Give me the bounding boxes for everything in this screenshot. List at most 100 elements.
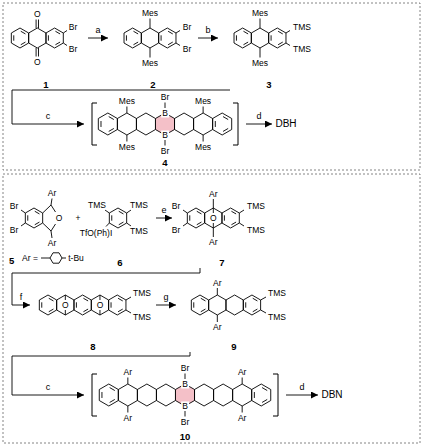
compound-number: 2 <box>150 79 155 90</box>
compound-number: 4 <box>162 157 167 168</box>
bond-line <box>261 310 266 313</box>
bond-line <box>243 31 248 34</box>
bond-line <box>197 211 202 214</box>
bond-line <box>63 43 67 46</box>
product-name: DBN <box>318 387 346 403</box>
atom-label: Ar <box>47 189 58 198</box>
bond-line <box>51 205 56 212</box>
bond-line <box>105 210 109 213</box>
ring <box>109 295 126 315</box>
bond-line <box>55 42 60 45</box>
bond-line <box>36 48 37 57</box>
atom-label: TMS <box>292 45 312 54</box>
bond-line <box>168 42 173 45</box>
ring <box>234 28 251 48</box>
atom-label: TMS <box>129 201 149 210</box>
bond-line <box>51 231 52 238</box>
bond-line <box>62 258 66 259</box>
bond-line <box>83 309 88 312</box>
ring <box>213 113 232 135</box>
bond-line <box>253 309 258 312</box>
bond-line <box>65 310 66 315</box>
bond-line <box>36 20 37 29</box>
bond-line <box>38 48 39 57</box>
bond-line <box>100 121 101 127</box>
atom-label: TMS <box>87 201 107 210</box>
atom-label: TMS <box>132 313 152 322</box>
reagent-letter: f <box>19 292 24 302</box>
ring <box>252 384 271 406</box>
bond-line <box>176 31 180 34</box>
atom-label: Ar <box>208 190 219 199</box>
bond-line <box>193 302 194 307</box>
ring <box>98 113 117 135</box>
ring <box>109 208 126 228</box>
ring <box>251 28 268 48</box>
reaction-arrow <box>12 90 230 124</box>
atom-label: TMS <box>129 227 149 236</box>
atom-label: Mes <box>194 143 212 152</box>
atom-label: Mes <box>251 59 269 68</box>
bond-line <box>21 42 26 45</box>
bond-line <box>41 258 50 259</box>
bond-line <box>76 302 77 307</box>
bond-line <box>183 210 187 213</box>
reagent-letter: c <box>45 111 52 121</box>
reagent-letter: d <box>298 382 305 392</box>
molecule-structures <box>11 19 290 417</box>
atom-label: B <box>181 402 189 411</box>
bond-line <box>110 388 115 391</box>
atom-label: Br <box>68 45 79 54</box>
ring <box>25 208 42 228</box>
bond-line <box>262 399 267 402</box>
bond-line <box>278 42 283 45</box>
bond-line <box>118 309 123 312</box>
bond-line <box>165 140 166 146</box>
ring <box>195 384 214 406</box>
atom-label: Ar <box>123 414 134 423</box>
atom-label: Br <box>182 45 193 54</box>
ring <box>74 295 91 315</box>
reaction-arrow <box>88 38 108 39</box>
bond-line <box>260 48 261 58</box>
ring <box>141 28 158 48</box>
bond-line <box>239 223 244 226</box>
compound-number: 10 <box>180 431 191 442</box>
bond-line <box>35 222 40 225</box>
bond-line <box>253 298 258 301</box>
atom-label: Br <box>180 418 191 427</box>
bond-line <box>133 31 138 34</box>
ring <box>11 28 28 48</box>
bond-line <box>51 199 52 206</box>
atom-label: Br <box>9 226 20 235</box>
bond-line <box>201 298 206 301</box>
reaction-arrow <box>246 124 272 125</box>
bond-line <box>203 135 204 142</box>
ring <box>209 295 226 315</box>
atom-label: Mes <box>118 97 136 106</box>
bond-line <box>243 42 248 45</box>
ring <box>191 295 208 315</box>
compound-number: 6 <box>117 257 122 268</box>
atom-label: Ar <box>212 323 223 332</box>
bond-line <box>99 295 100 300</box>
atom-label: Br <box>160 93 171 102</box>
atom-label: B <box>161 109 169 118</box>
ring <box>117 113 136 135</box>
bond-line <box>127 406 128 413</box>
ring <box>124 28 141 48</box>
atom-label: TfO(Ph)I <box>79 229 114 238</box>
compound-number: 3 <box>266 79 271 90</box>
atom-label: TMS <box>246 202 266 211</box>
atom-label: Ar <box>212 279 223 288</box>
product-label: DBH <box>275 118 296 130</box>
bond-line <box>223 117 228 120</box>
bond-line <box>51 224 56 231</box>
bond-line <box>239 210 244 213</box>
bond-line <box>242 378 243 385</box>
bond-line <box>126 297 131 300</box>
reaction-arrow <box>198 38 218 39</box>
atom-label: Ar <box>237 414 248 423</box>
